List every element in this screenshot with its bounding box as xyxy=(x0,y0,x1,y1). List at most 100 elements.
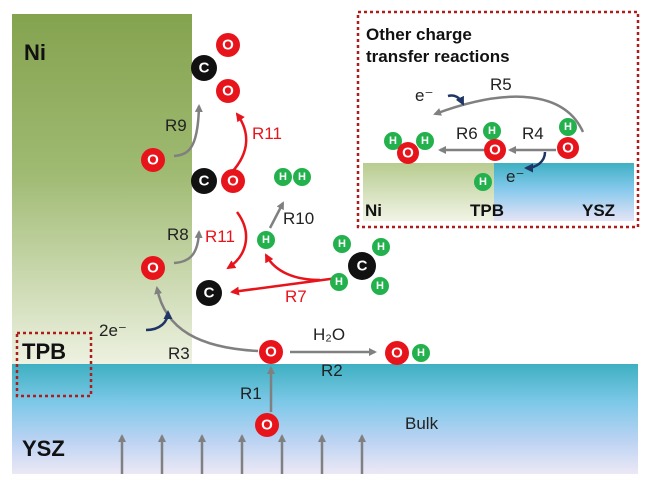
oxygen-atom: O xyxy=(397,142,419,164)
tpb-box xyxy=(15,331,93,398)
svg-text:H: H xyxy=(279,171,287,183)
svg-text:H: H xyxy=(389,135,397,147)
svg-text:H: H xyxy=(335,276,343,288)
r1-label: R1 xyxy=(240,384,262,403)
r3-arrow xyxy=(154,286,259,353)
oxygen-atom: O xyxy=(221,169,245,193)
svg-text:O: O xyxy=(227,173,239,190)
svg-text:O: O xyxy=(402,145,414,162)
hydrogen-atom: H xyxy=(416,132,434,150)
hydrogen-atom: H xyxy=(257,231,275,249)
svg-text:H: H xyxy=(564,121,572,133)
inset-electron-label-top: e⁻ xyxy=(415,86,433,105)
svg-text:C: C xyxy=(199,173,210,190)
inset-electron-label-bottom: e⁻ xyxy=(506,167,524,186)
r11-upper-label: R11 xyxy=(252,124,282,143)
hydrogen-atom: H xyxy=(483,122,501,140)
r11-upper-arrow xyxy=(231,112,248,173)
hydrogen-atom: H xyxy=(372,238,390,256)
ysz-label: YSZ xyxy=(22,436,65,461)
svg-text:C: C xyxy=(199,60,210,77)
carbon-atom: C xyxy=(191,168,217,194)
r8-arrow xyxy=(173,230,203,265)
hydrogen-atom: H xyxy=(474,173,492,191)
r3-label: R3 xyxy=(168,344,190,363)
inset-ysz-phase xyxy=(494,163,634,221)
r7-label: R7 xyxy=(285,287,307,306)
svg-text:O: O xyxy=(222,83,234,100)
bulk-label: Bulk xyxy=(405,414,439,433)
r10-arrow xyxy=(268,201,285,229)
hydrogen-atom: H xyxy=(293,168,311,186)
inset-tpb-label: TPB xyxy=(470,201,504,220)
r8-label: R8 xyxy=(167,225,189,244)
oxygen-atom: O xyxy=(216,33,240,57)
svg-text:O: O xyxy=(562,140,574,157)
svg-text:H: H xyxy=(421,135,429,147)
r9-arrow xyxy=(173,104,203,158)
electron-arrow xyxy=(145,310,173,332)
inset-ni-label: Ni xyxy=(365,201,382,220)
svg-text:O: O xyxy=(391,345,403,362)
oxygen-atom: O xyxy=(484,139,506,161)
carbon-atom: C xyxy=(348,252,376,280)
svg-text:O: O xyxy=(261,417,273,434)
charge-transfer-inset: Other charge transfer reactions R5 e⁻ R6… xyxy=(356,10,640,229)
svg-text:O: O xyxy=(222,37,234,54)
svg-text:O: O xyxy=(147,260,159,277)
r7-branch-arrow xyxy=(264,253,321,282)
hydrogen-atom: H xyxy=(333,235,351,253)
inset-electron-arrow-top xyxy=(447,94,465,106)
svg-text:O: O xyxy=(489,142,501,159)
water-label: H₂O xyxy=(313,325,345,344)
svg-text:O: O xyxy=(147,152,159,169)
svg-text:C: C xyxy=(204,285,215,302)
oxygen-atom: O xyxy=(141,256,165,280)
carbon-atom: C xyxy=(196,280,222,306)
hydrogen-atom: H xyxy=(371,277,389,295)
r2-label: R2 xyxy=(321,361,343,380)
electrons-label: 2e⁻ xyxy=(99,321,127,340)
hydrogen-atom: H xyxy=(559,118,577,136)
svg-text:H: H xyxy=(262,234,270,246)
r5-label: R5 xyxy=(490,75,512,94)
ni-label: Ni xyxy=(24,40,46,65)
oxygen-atom: O xyxy=(255,413,279,437)
svg-text:H: H xyxy=(376,280,384,292)
r7-arrow xyxy=(230,275,346,296)
svg-text:H: H xyxy=(417,347,425,359)
r9-label: R9 xyxy=(165,116,187,135)
ysz-phase xyxy=(12,364,638,474)
inset-title-line1: Other charge xyxy=(366,25,472,44)
svg-text:H: H xyxy=(338,238,346,250)
hydrogen-atom: H xyxy=(274,168,292,186)
svg-text:H: H xyxy=(298,171,306,183)
hydrogen-atom: H xyxy=(330,273,348,291)
inset-electron-arrow-bottom xyxy=(524,151,547,173)
inset-ni-phase xyxy=(363,163,495,221)
oxygen-atom: O xyxy=(216,79,240,103)
r4-label: R4 xyxy=(522,124,544,143)
svg-text:O: O xyxy=(265,344,277,361)
oxygen-atom: O xyxy=(557,137,579,159)
r11-lower-label: R11 xyxy=(205,227,235,246)
hydrogen-atom: H xyxy=(384,132,402,150)
carbon-atom: C xyxy=(191,55,217,81)
tpb-label: TPB xyxy=(22,339,66,364)
inset-ysz-label: YSZ xyxy=(582,201,615,220)
oxygen-atom: O xyxy=(385,341,409,365)
ni-phase xyxy=(12,14,192,366)
r6-label: R6 xyxy=(456,124,478,143)
svg-text:H: H xyxy=(488,125,496,137)
svg-text:H: H xyxy=(479,176,487,188)
bulk-flux-arrows xyxy=(118,434,366,474)
r11-lower-arrow xyxy=(226,211,248,270)
svg-text:C: C xyxy=(357,258,368,275)
oxygen-atom: O xyxy=(259,340,283,364)
hydrogen-atom: H xyxy=(412,344,430,362)
svg-text:H: H xyxy=(377,241,385,253)
inset-title-line2: transfer reactions xyxy=(366,47,510,66)
oxygen-atom: O xyxy=(141,148,165,172)
r10-label: R10 xyxy=(283,209,314,228)
